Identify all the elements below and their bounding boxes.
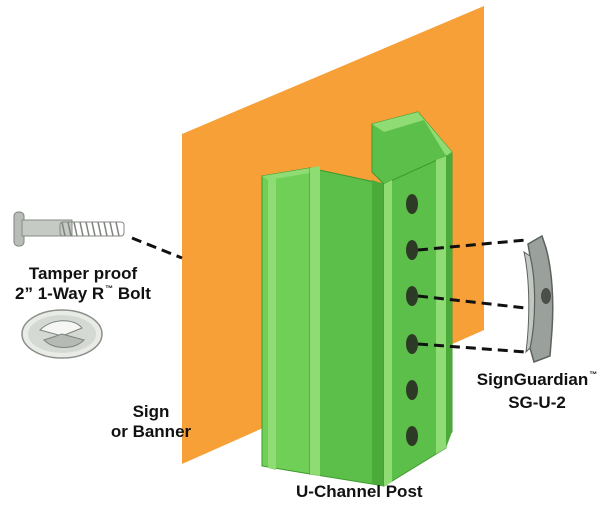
one-way-bolt-head-icon: [21, 309, 103, 359]
signguardian-icon: [523, 234, 554, 363]
u-channel-post: [261, 111, 453, 487]
bolt-icon: [13, 211, 125, 247]
bolt-label: Tamper proof 2” 1-Way R™ Bolt: [8, 264, 158, 307]
sign-label: Sign or Banner: [106, 402, 196, 442]
bolt-label-line1: Tamper proof: [28, 264, 138, 283]
post-hole: [406, 334, 418, 354]
post-hole: [406, 286, 418, 306]
sign-label-line1: Sign: [132, 402, 170, 421]
signguardian-label-line1: SignGuardian™: [476, 370, 598, 389]
post-hole: [406, 240, 418, 260]
signguardian-label: SignGuardian™ SG-U-2: [474, 370, 600, 413]
guide-lines: [131, 236, 527, 354]
post-label: U-Channel Post: [296, 482, 423, 501]
signguardian-label-line2: SG-U-2: [508, 393, 566, 412]
sign-label-line2: or Banner: [110, 422, 192, 441]
post-hole: [406, 380, 418, 400]
bolt-label-line2: 2” 1-Way R™ Bolt: [15, 284, 151, 303]
post-hole: [406, 194, 418, 214]
post-hole: [406, 426, 418, 446]
